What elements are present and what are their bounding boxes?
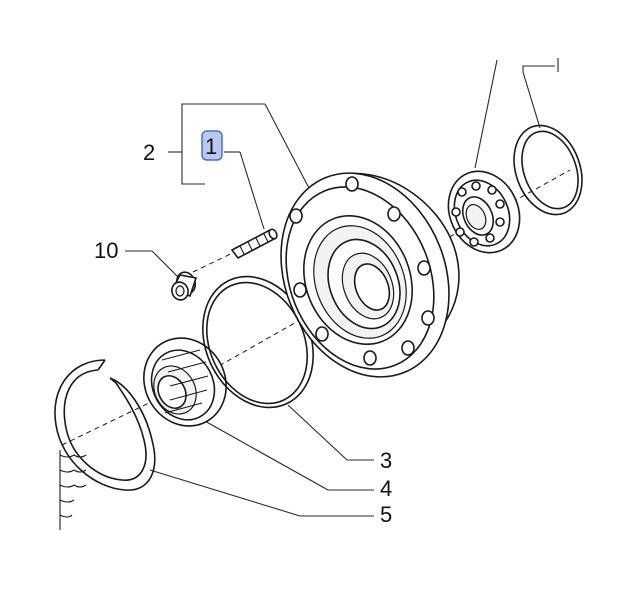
- callout-1-leader: [224, 151, 265, 230]
- wheel-hub: [280, 172, 460, 378]
- callout-3-label: 3: [380, 448, 392, 473]
- callout-1-highlight: [201, 130, 223, 161]
- callout-10[interactable]: 10: [94, 238, 118, 263]
- dowel-pin: [230, 228, 278, 260]
- seal-ring: [513, 124, 583, 216]
- callout-5[interactable]: 5: [380, 502, 392, 527]
- callout-10-label: 10: [94, 238, 118, 263]
- callout-1[interactable]: 1: [201, 130, 223, 161]
- callout-3[interactable]: 3: [380, 448, 392, 473]
- callout-1-label: 1: [205, 134, 217, 159]
- callout-5-leader: [149, 469, 374, 517]
- callout-4-leader: [202, 419, 374, 491]
- callout-2-bracket: [168, 103, 311, 191]
- roller-bearing-inner: [143, 337, 227, 427]
- callout-5-label: 5: [380, 502, 392, 527]
- callout-4[interactable]: 4: [380, 476, 392, 501]
- ball-bearing: [447, 170, 521, 254]
- snap-ring: [54, 359, 156, 491]
- callout-10-leader: [125, 250, 179, 278]
- callout-4-label: 4: [380, 476, 392, 501]
- shaft-splines: [59, 450, 87, 530]
- bushing: [170, 271, 198, 301]
- callout-cut-leader: [474, 58, 559, 169]
- callout-3-leader: [287, 404, 374, 461]
- callout-2-label: 2: [143, 140, 155, 165]
- callout-2[interactable]: 2: [143, 140, 155, 165]
